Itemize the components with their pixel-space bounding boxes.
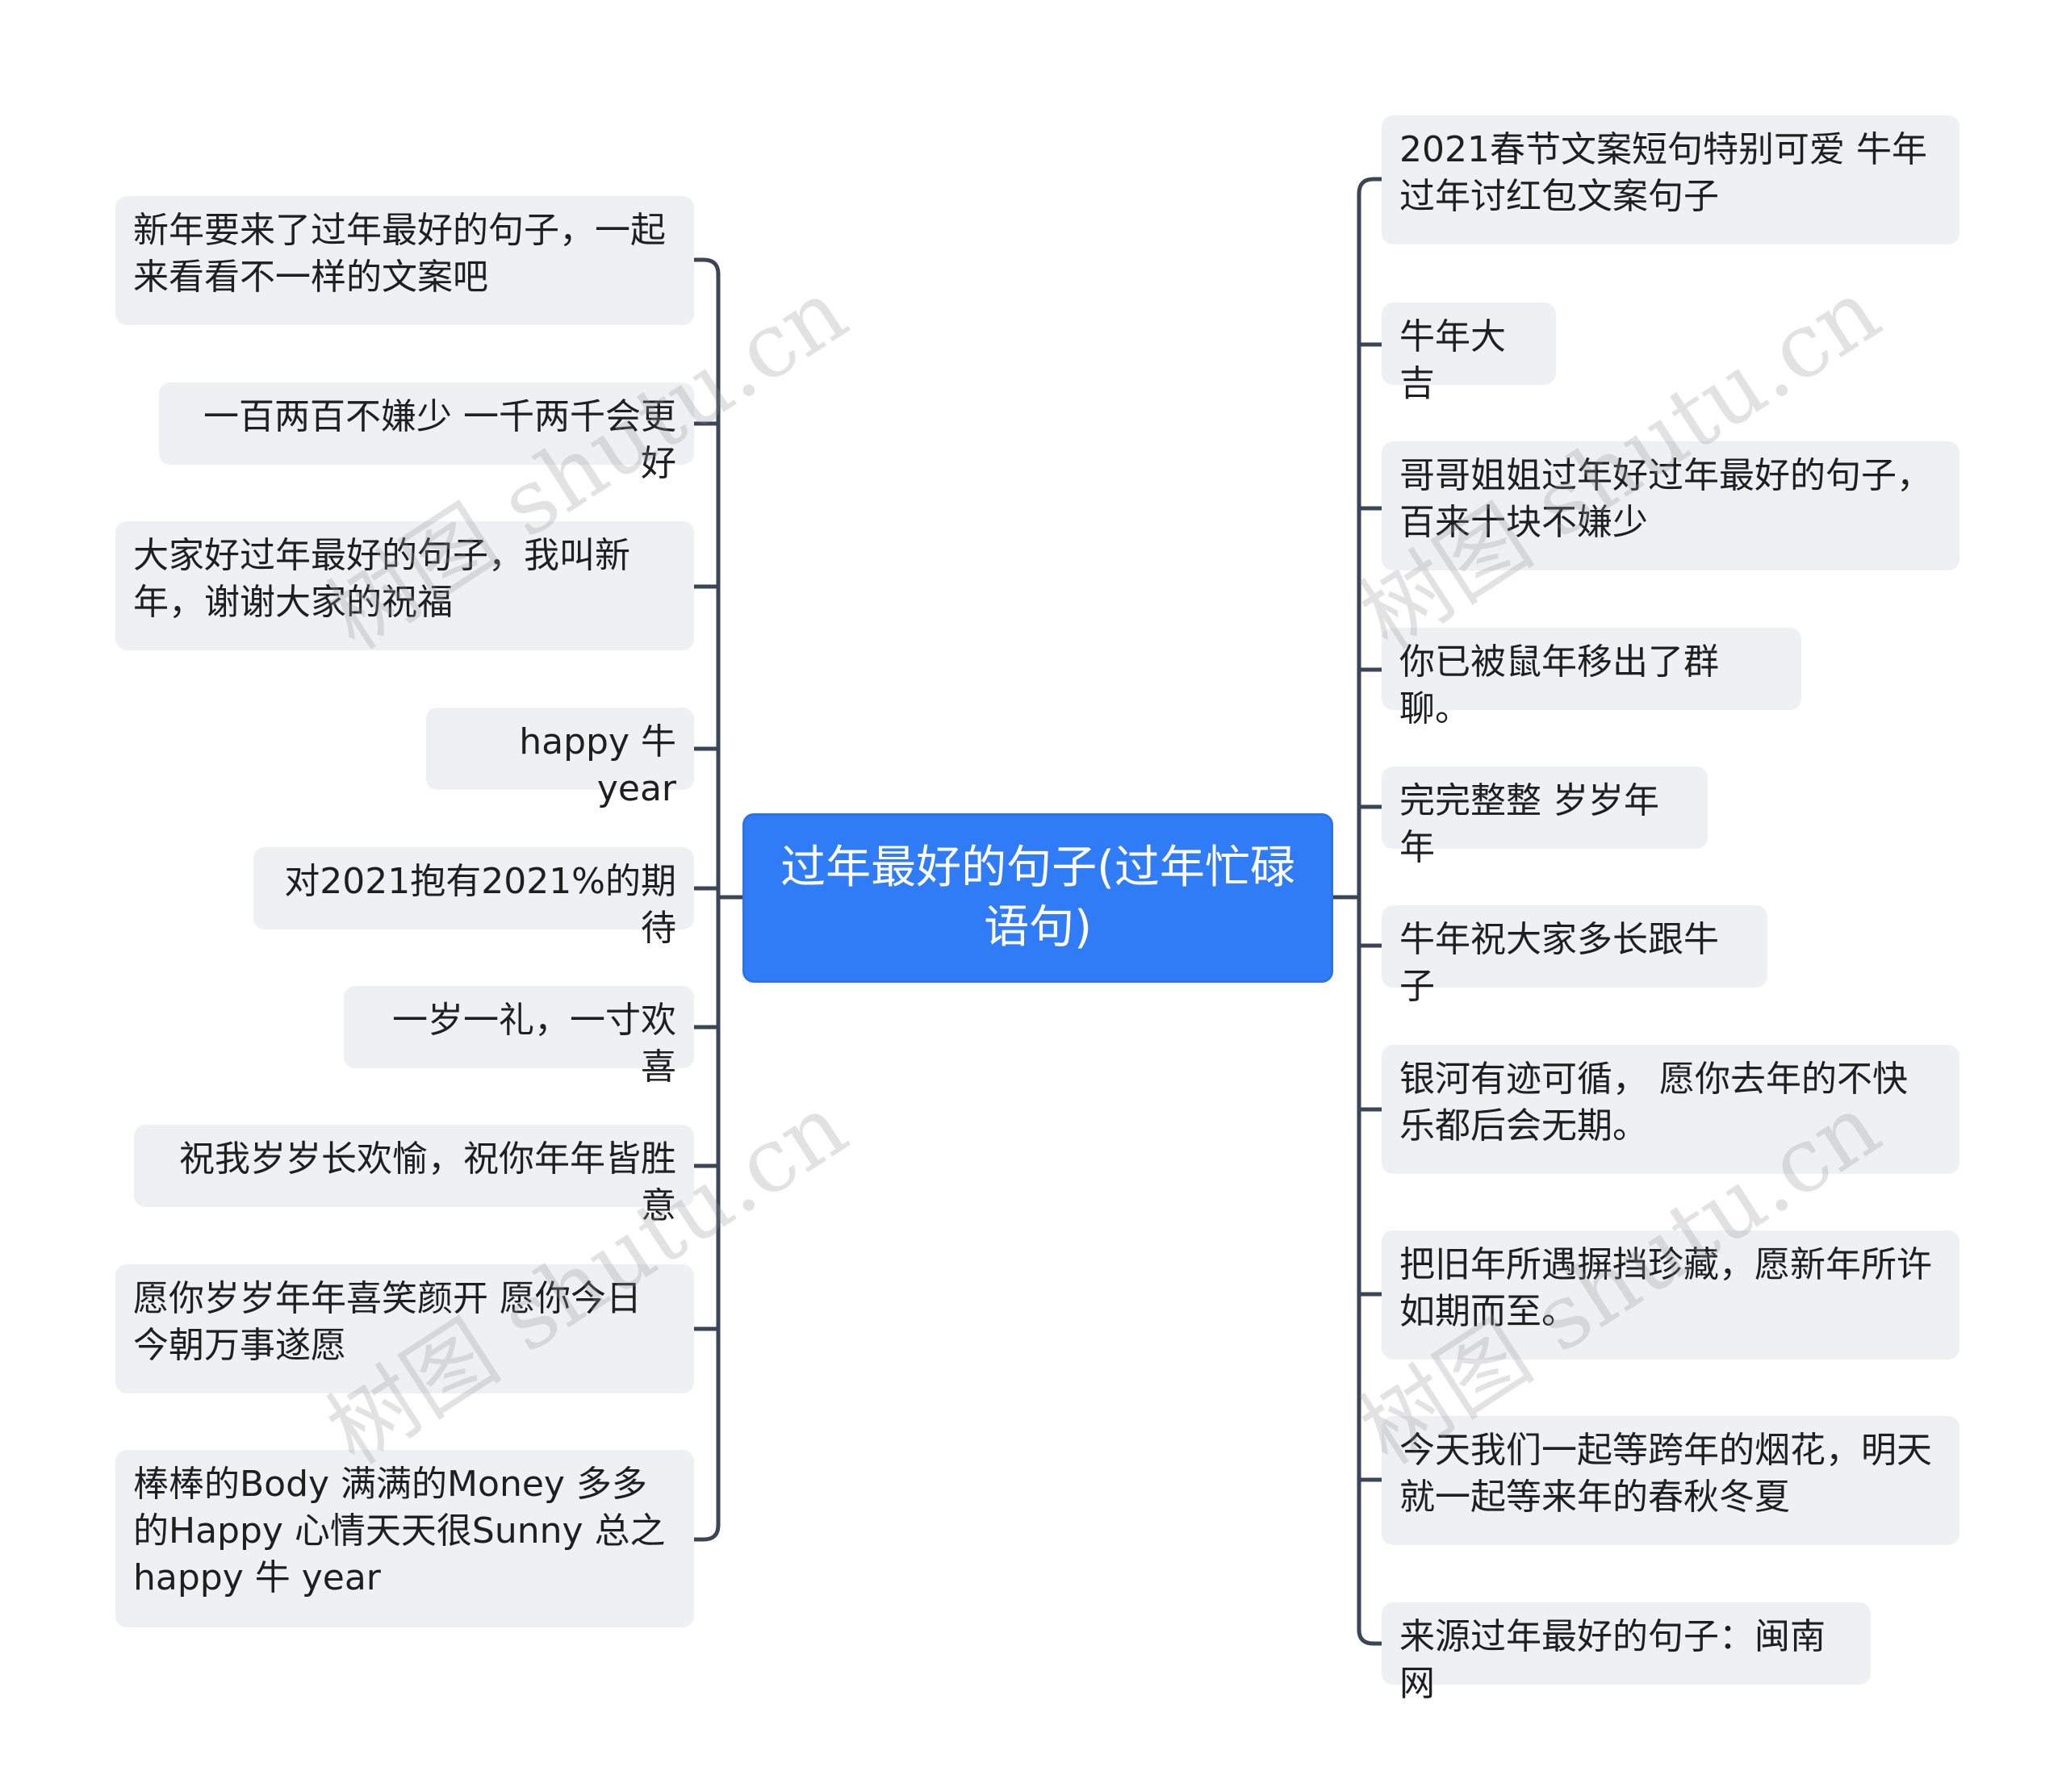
right-topic-7-label: 银河有迹可循， 愿你去年的不快乐都后会无期。: [1399, 1059, 1908, 1147]
left-topic-5-label: 对2021抱有2021%的期待: [284, 861, 676, 949]
left-topic-7[interactable]: 祝我岁岁长欢愉，祝你年年皆胜意: [134, 1125, 694, 1226]
right-topic-4-label: 你已被鼠年移出了群聊。: [1399, 641, 1719, 729]
left-topic-2-label: 一百两百不嫌少 一千两千会更好: [203, 396, 676, 484]
root-topic-label: 过年最好的句子(过年忙碌语句): [780, 842, 1295, 954]
left-topic-1-label: 新年要来了过年最好的句子，一起来看看不一样的文案吧: [133, 210, 666, 298]
left-topic-9[interactable]: 棒棒的Body 满满的Money 多多的Happy 心情天天很Sunny 总之h…: [115, 1450, 694, 1627]
right-topic-8[interactable]: 把旧年所遇摒挡珍藏，愿新年所许如期而至。: [1382, 1230, 1959, 1360]
left-topic-1[interactable]: 新年要来了过年最好的句子，一起来看看不一样的文案吧: [115, 196, 694, 325]
right-topic-10-label: 来源过年最好的句子：闽南网: [1399, 1616, 1826, 1704]
left-trunk-line: [716, 272, 745, 1527]
left-topic-4[interactable]: happy 牛 year: [426, 708, 694, 809]
right-branch-9: [1357, 1627, 1384, 1646]
right-topic-7[interactable]: 银河有迹可循， 愿你去年的不快乐都后会无期。: [1382, 1045, 1959, 1174]
right-topic-5[interactable]: 完完整整 岁岁年年: [1382, 767, 1708, 868]
left-topic-8[interactable]: 愿你岁岁年年喜笑颜开 愿你今日今朝万事遂愿: [115, 1264, 694, 1393]
right-topic-9-label: 今天我们一起等跨年的烟花，明天就一起等来年的春秋冬夏: [1399, 1430, 1932, 1518]
left-topic-3-label: 大家好过年最好的句子，我叫新年，谢谢大家的祝福: [133, 535, 630, 623]
right-topic-1-label: 2021春节文案短句特别可爱 牛年过年讨红包文案句子: [1399, 129, 1927, 217]
right-topic-2[interactable]: 牛年大吉: [1382, 303, 1556, 404]
left-topic-9-label: 棒棒的Body 满满的Money 多多的Happy 心情天天很Sunny 总之h…: [133, 1464, 666, 1598]
right-topic-9[interactable]: 今天我们一起等跨年的烟花，明天就一起等来年的春秋冬夏: [1382, 1416, 1959, 1545]
right-topic-1[interactable]: 2021春节文案短句特别可爱 牛年过年讨红包文案句子: [1382, 115, 1959, 244]
right-branch-0: [1357, 177, 1384, 196]
right-topic-6[interactable]: 牛年祝大家多长跟牛子: [1382, 905, 1767, 1007]
right-topic-5-label: 完完整整 岁岁年年: [1399, 780, 1659, 868]
left-topic-2[interactable]: 一百两百不嫌少 一千两千会更好: [159, 382, 694, 484]
left-topic-4-label: happy 牛 year: [519, 721, 676, 809]
left-topic-7-label: 祝我岁岁长欢愉，祝你年年皆胜意: [179, 1138, 676, 1226]
left-branch-8: [692, 1523, 721, 1542]
root-topic[interactable]: 过年最好的句子(过年忙碌语句): [742, 813, 1333, 983]
right-topic-2-label: 牛年大吉: [1399, 316, 1506, 404]
right-topic-3[interactable]: 哥哥姐姐过年好过年最好的句子，百来十块不嫌少: [1382, 441, 1959, 570]
right-trunk-line: [1331, 191, 1361, 1632]
left-topic-6-label: 一岁一礼，一寸欢喜: [392, 1000, 676, 1088]
right-topic-8-label: 把旧年所遇摒挡珍藏，愿新年所许如期而至。: [1399, 1244, 1932, 1332]
left-topic-8-label: 愿你岁岁年年喜笑颜开 愿你今日今朝万事遂愿: [133, 1278, 642, 1366]
left-topic-3[interactable]: 大家好过年最好的句子，我叫新年，谢谢大家的祝福: [115, 521, 694, 650]
right-topic-3-label: 哥哥姐姐过年好过年最好的句子，百来十块不嫌少: [1399, 455, 1932, 543]
right-topic-6-label: 牛年祝大家多长跟牛子: [1399, 919, 1719, 1007]
right-topic-10[interactable]: 来源过年最好的句子：闽南网: [1382, 1602, 1871, 1704]
left-topic-5[interactable]: 对2021抱有2021%的期待: [253, 847, 694, 949]
left-branch-0: [692, 257, 721, 277]
left-topic-6[interactable]: 一岁一礼，一寸欢喜: [344, 986, 694, 1088]
right-topic-4[interactable]: 你已被鼠年移出了群聊。: [1382, 628, 1801, 729]
